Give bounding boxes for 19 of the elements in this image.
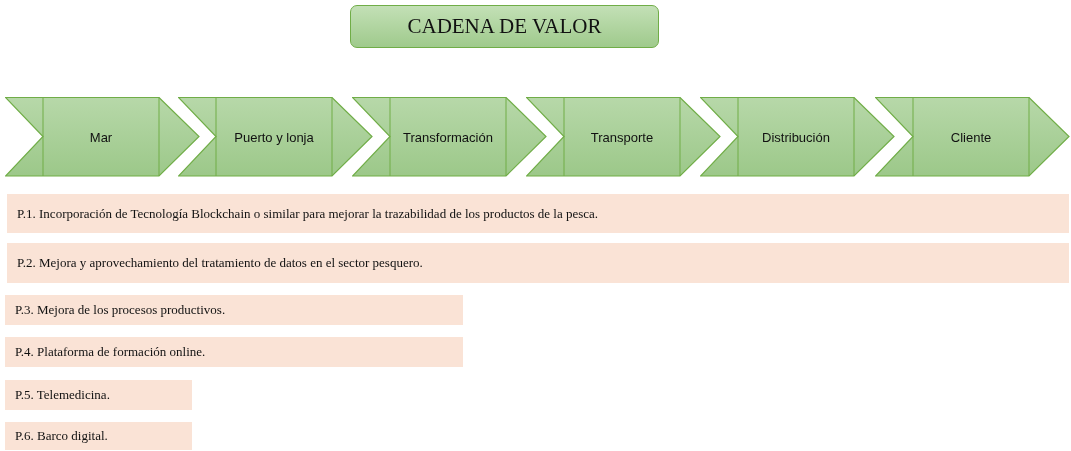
proposal-bar — [7, 194, 1069, 233]
stage-label: Cliente — [950, 129, 992, 145]
proposal-text: P.6. Barco digital. — [15, 428, 108, 444]
stage-label: Puerto y lonja — [234, 129, 314, 145]
stage-label: Transformación — [403, 129, 493, 145]
proposal-text: P.5. Telemedicina. — [15, 387, 110, 403]
proposal-text: P.1. Incorporación de Tecnología Blockchain o similar para mejorar la trazabilidad de los productos de la pesca. — [17, 205, 599, 222]
proposal-bar — [5, 422, 192, 450]
title-banner: CADENA DE VALOR — [350, 5, 659, 48]
proposal-bar — [5, 380, 192, 410]
proposal-bar — [5, 295, 463, 325]
proposal-text: P.2. Mejora y aprovechamiento del tratamiento de datos en el sector pesquero. — [17, 255, 423, 271]
stage-label: Mar — [89, 129, 113, 145]
proposal-bar — [7, 243, 1069, 283]
stage-label: Transporte — [590, 129, 654, 145]
proposal-bar — [5, 337, 463, 367]
stage-label: Distribución — [762, 129, 830, 145]
proposal-text: P.3. Mejora de los procesos productivos. — [15, 302, 226, 318]
proposal-text: P.4. Plataforma de formación online. — [15, 344, 206, 360]
